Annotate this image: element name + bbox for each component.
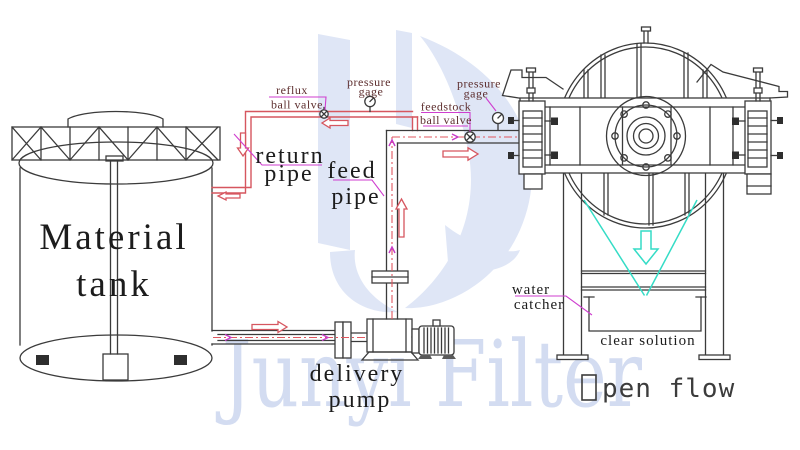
motor-foot (418, 355, 432, 359)
tank-bottom (19, 334, 213, 382)
pressure-gage-left-label-1: pressure (347, 75, 391, 89)
tank-truss (11, 126, 221, 161)
pressure-gage-right-label-2: gage (464, 87, 489, 101)
label-leaders (233, 96, 593, 316)
return-pipe-label-1: return (255, 143, 324, 169)
delivery-pump-label-1: delivery (310, 361, 405, 387)
material-tank-label-2: tank (76, 264, 152, 305)
reflux-valve-label-2: ball valve (271, 98, 323, 112)
flow-arrow-down-cyan (632, 230, 660, 266)
pressure-gage-right-label-1: pressure (457, 77, 501, 91)
filter-clamp-left (508, 67, 558, 190)
pressure-gage-right-icon (491, 111, 505, 131)
tank-foot-right (174, 355, 187, 365)
return-pipe-label-2: pipe (264, 161, 313, 187)
flow-arrow-into-tank (216, 190, 241, 202)
delivery-pump-label-2: pump (329, 387, 392, 413)
tank-dome (67, 110, 164, 128)
pressure-gage-left-icon (364, 95, 376, 113)
reflux-valve-label-1: reflux (276, 83, 308, 97)
agitator (102, 155, 129, 381)
flow-arrow-suction-right (251, 320, 289, 334)
feed-pipe-vertical (371, 129, 409, 320)
filter-stand-rails (580, 270, 707, 291)
watermark-logo (318, 30, 532, 313)
filter-wing-right (696, 63, 789, 99)
centerline-arrowheads (224, 133, 460, 342)
open-flow-O-glyph (581, 374, 597, 401)
open-flow-label: pen flow (602, 374, 735, 404)
material-tank-label-1: Material (39, 217, 188, 258)
flow-arrow-to-filter (442, 146, 480, 162)
filter-beam (519, 97, 771, 174)
feedstock-valve-label-2: ball valve (420, 113, 472, 127)
pump-inlet-flange (334, 321, 352, 359)
filter-stand-legs (556, 172, 731, 361)
filter-top-pin (640, 26, 652, 44)
filter-plate-ribs (583, 43, 708, 226)
open-flow-stream (583, 199, 698, 296)
material-tank (11, 110, 221, 382)
water-catcher-tray (583, 296, 707, 332)
open-flow-caption: pen flow (581, 374, 735, 404)
feed-pipe-label-2: pipe (331, 184, 380, 210)
motor-foot (442, 355, 456, 359)
reflux-ball-valve-icon (319, 106, 329, 119)
tank-top-rim (18, 141, 214, 185)
suction-pipe (211, 329, 368, 345)
delivery-pump-body (360, 318, 420, 361)
filter-unit (501, 26, 789, 361)
flow-arrow-feed-up (394, 197, 409, 238)
feedstock-ball-valve-icon (464, 131, 476, 143)
pressure-gage-left-label-2: gage (359, 85, 384, 99)
filter-center-flange (605, 95, 687, 177)
filter-wing-left (501, 69, 564, 99)
water-catcher-label-2: catcher (514, 297, 564, 313)
clear-solution-label: clear solution (600, 333, 695, 349)
feed-pipe-label-1: feed (327, 158, 376, 184)
feedstock-valve-label-1: feedstock (421, 100, 471, 114)
filter-clamp-right (732, 67, 783, 195)
tank-foot-left (36, 355, 49, 365)
water-catcher-label-1: water (512, 282, 550, 298)
pump-motor (418, 319, 456, 359)
flow-arrow-return-left (320, 116, 349, 130)
